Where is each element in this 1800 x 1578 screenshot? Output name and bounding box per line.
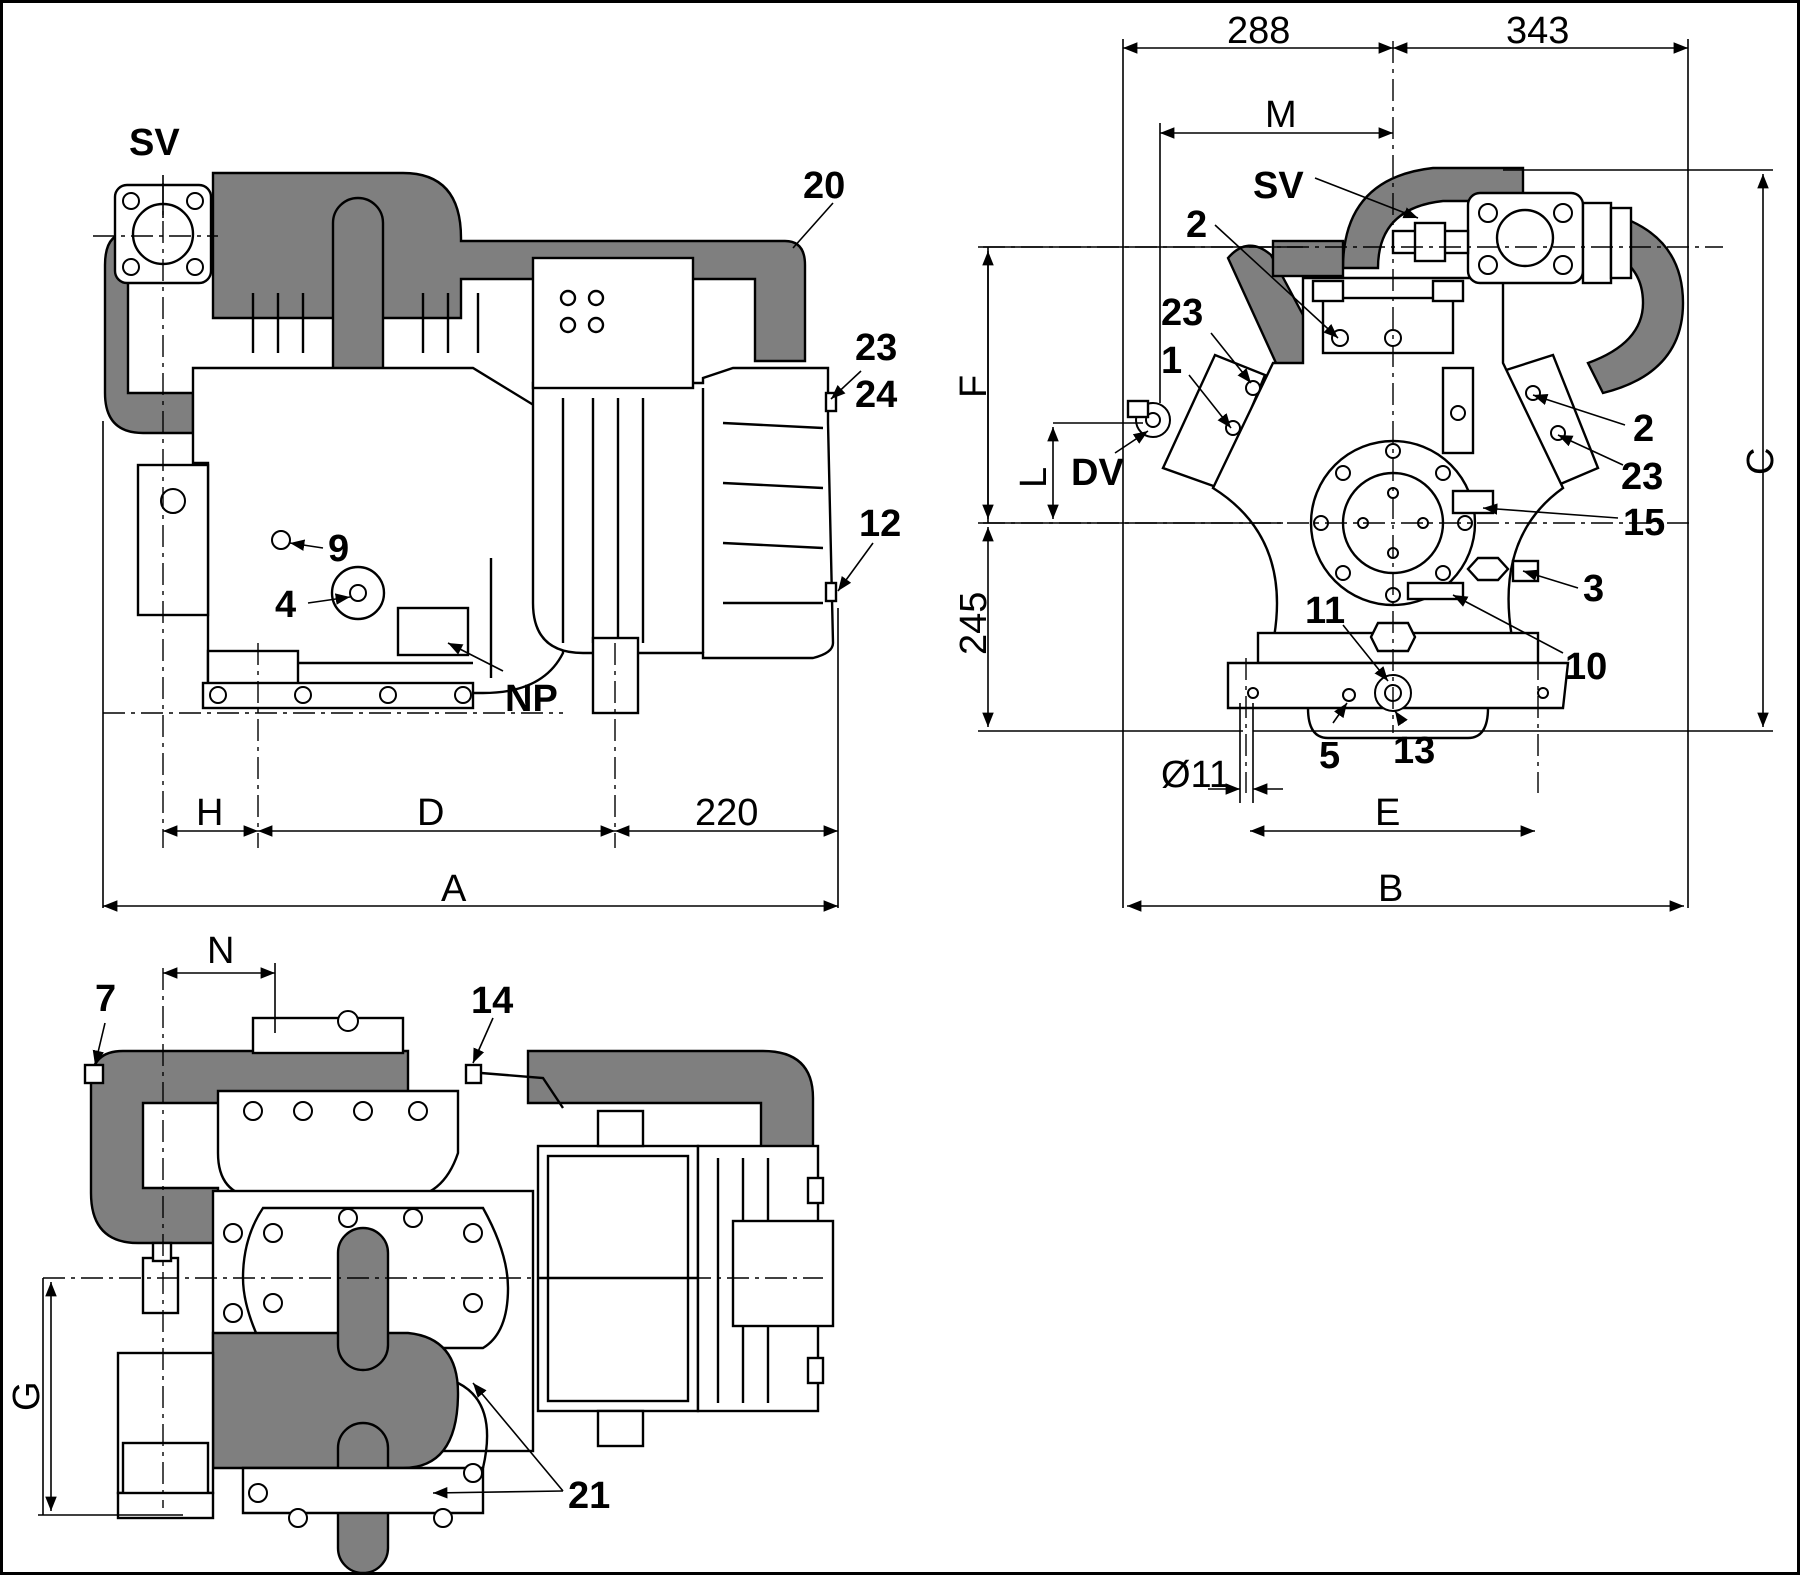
crankcase-side <box>191 366 565 695</box>
label-13: 13 <box>1393 730 1435 772</box>
motor-housing-side <box>531 366 835 660</box>
technical-drawing: SV 20 23 24 12 9 4 NP H D 220 A <box>6 10 1782 1575</box>
oil-heater-port <box>330 565 386 621</box>
fitting-7 <box>83 1063 105 1085</box>
dim-g: G <box>6 1381 48 1411</box>
cylinder-head-left <box>1161 353 1267 490</box>
suction-box-top <box>211 1331 460 1470</box>
dim-c: C <box>1740 448 1782 475</box>
label-sv-side: SV <box>129 122 180 164</box>
dim-288: 288 <box>1227 10 1290 52</box>
dim-b: B <box>1378 868 1403 910</box>
label-5: 5 <box>1319 735 1340 777</box>
fitting-14 <box>464 1063 483 1085</box>
label-15: 15 <box>1623 502 1665 544</box>
dim-a: A <box>441 868 467 910</box>
nameplate <box>396 606 470 657</box>
label-9: 9 <box>328 528 349 570</box>
dim-phi11: Ø11 <box>1161 754 1230 796</box>
end-view: SV 2 23 1 DV 2 23 15 3 11 10 5 13 288 34… <box>953 10 1782 912</box>
label-24: 24 <box>855 374 897 416</box>
label-2-right: 2 <box>1633 408 1654 450</box>
screw-12-side <box>824 581 838 603</box>
label-sv-end: SV <box>1253 165 1304 207</box>
dim-l: L <box>1013 467 1055 488</box>
label-2-left: 2 <box>1186 204 1207 246</box>
label-np: NP <box>505 678 558 720</box>
label-14: 14 <box>471 980 513 1022</box>
label-20: 20 <box>803 165 845 207</box>
dim-m: M <box>1265 94 1297 136</box>
label-12: 12 <box>859 503 901 545</box>
oil-pump <box>136 463 210 617</box>
dim-343: 343 <box>1506 10 1569 52</box>
dim-220: 220 <box>695 792 758 834</box>
label-23-left: 23 <box>1161 292 1203 334</box>
top-view: 7 14 21 N G <box>6 930 835 1575</box>
base-foot-side <box>201 681 475 710</box>
riser-top <box>336 1226 390 1372</box>
label-10: 10 <box>1565 646 1607 688</box>
dim-e: E <box>1375 792 1400 834</box>
sv-stem-top <box>141 1256 180 1315</box>
dim-d: D <box>417 792 444 834</box>
dim-n: N <box>207 930 234 972</box>
label-7: 7 <box>95 978 116 1020</box>
discharge-pipe-end <box>1586 211 1685 395</box>
label-4: 4 <box>275 584 296 626</box>
dim-245: 245 <box>953 592 995 655</box>
label-dv: DV <box>1071 452 1124 494</box>
dim-h: H <box>196 792 223 834</box>
label-11: 11 <box>1305 590 1345 632</box>
side-view: SV 20 23 24 12 9 4 NP H D 220 A <box>93 122 901 912</box>
label-23-right: 23 <box>1621 456 1663 498</box>
label-21: 21 <box>568 1475 610 1517</box>
label-3: 3 <box>1583 568 1604 610</box>
dim-f: F <box>953 375 995 398</box>
oil-sight-plug <box>271 530 291 550</box>
label-23-side: 23 <box>855 327 897 369</box>
label-1: 1 <box>1161 340 1182 382</box>
terminal-box-side <box>531 256 695 390</box>
cylinder-head-top-lower <box>241 1466 485 1515</box>
